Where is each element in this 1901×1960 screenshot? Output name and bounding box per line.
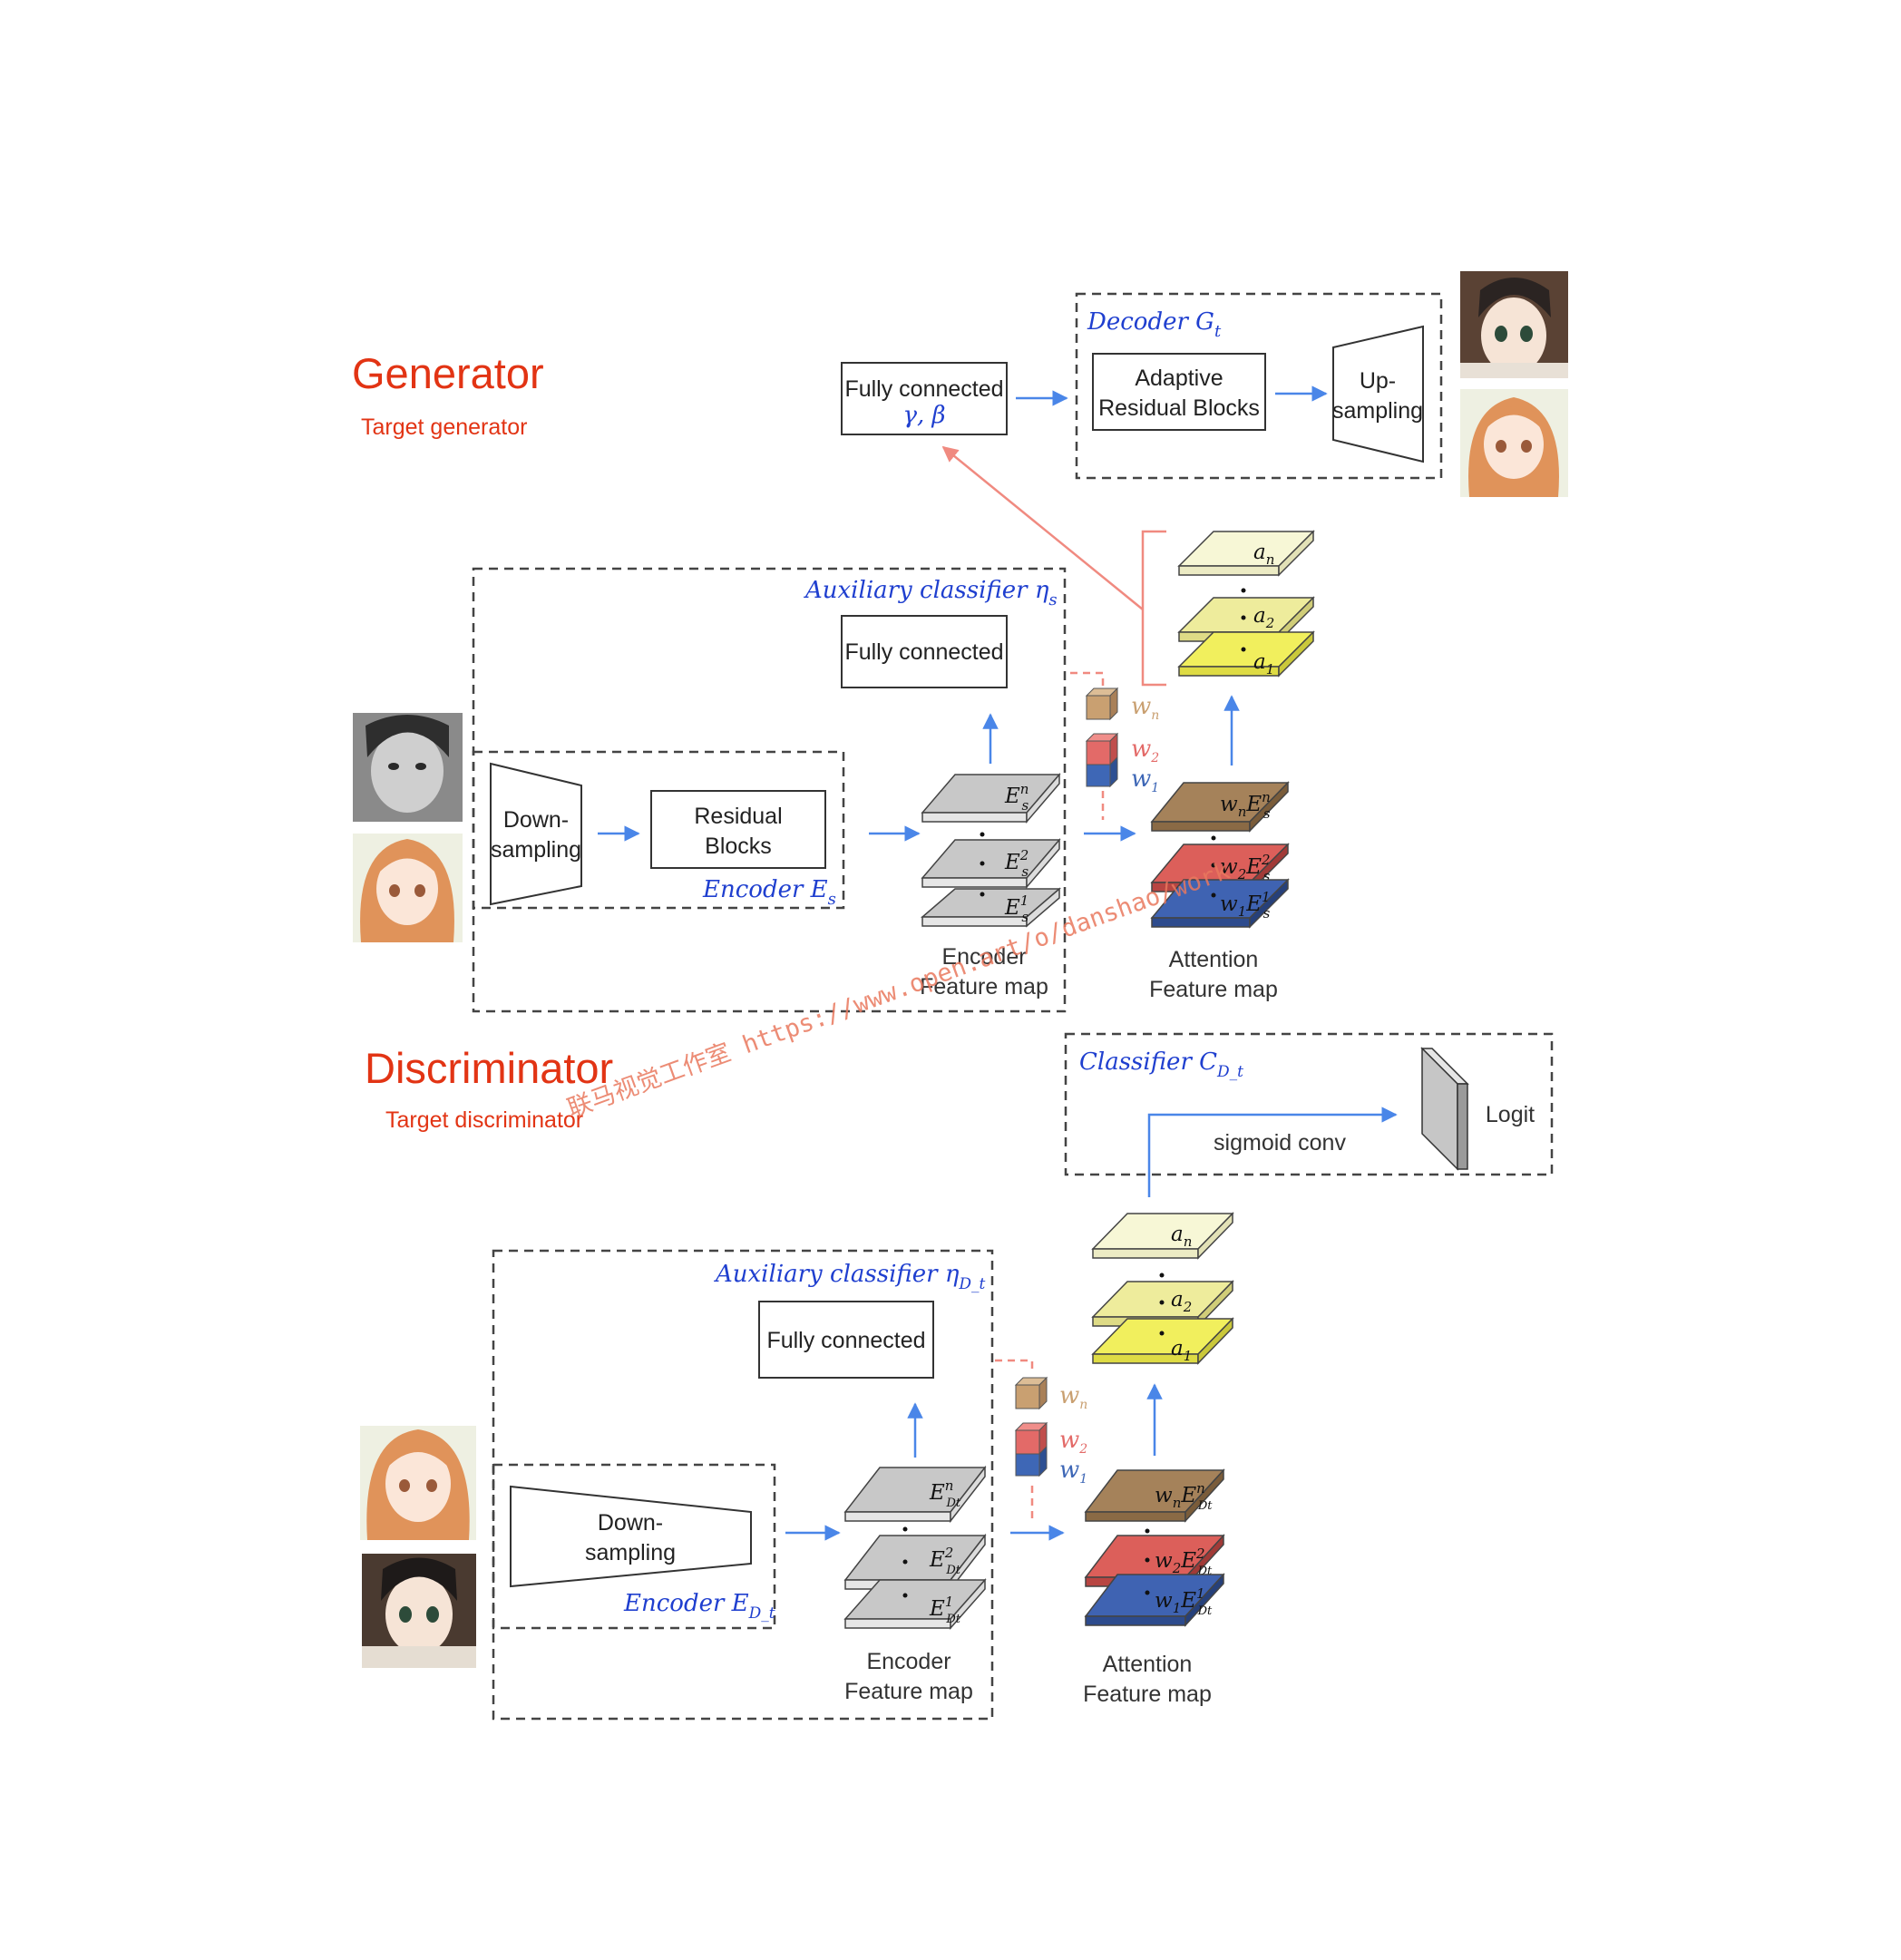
- attention-maps-s: an a2 a1: [1177, 530, 1315, 678]
- aux-to-weights-dashed-s: [1070, 671, 1105, 687]
- aux-s-title-sub: s: [1048, 590, 1057, 609]
- aux-d-title: Auxiliary classifier η: [714, 1261, 960, 1288]
- arrow-to-logit: [1147, 1107, 1398, 1197]
- encoder-s-title: Encoder E: [702, 876, 828, 903]
- svg-text:Decoder Gt: Decoder Gt: [1087, 308, 1222, 341]
- generator-subtitle: Target generator: [361, 414, 527, 440]
- encoder-d-title: Encoder E: [623, 1590, 749, 1617]
- input-d-orange-hair: [360, 1426, 476, 1540]
- afm-d-label-line2: Feature map: [1083, 1682, 1212, 1707]
- decoder-title-sub: t: [1214, 322, 1222, 341]
- adaptive-line1: Adaptive: [1135, 366, 1223, 391]
- weight-s-2: w2: [1131, 736, 1159, 765]
- input-image-grayscale-face: [353, 713, 463, 822]
- downsampling-d-line2: sampling: [585, 1540, 676, 1565]
- encoder-d-group: Down- sampling Encoder ED_t: [492, 1463, 776, 1630]
- watermark-text: 联马视觉工作室 https://www.open.art/o/danshao/w…: [564, 857, 1233, 1124]
- adaptive-line2: Residual Blocks: [1098, 395, 1260, 421]
- svg-text:Classifier CD_t: Classifier CD_t: [1079, 1048, 1243, 1081]
- aux-s-fully-connected: [841, 615, 1008, 688]
- svg-text:Encoder Es: Encoder Es: [702, 876, 836, 909]
- downsampling-trapezoid-s: [490, 762, 582, 906]
- fc-gamma-beta-math: γ, β: [902, 402, 945, 429]
- residual-line2: Blocks: [705, 834, 772, 859]
- attention-maps-d: an a2 a1: [1091, 1212, 1234, 1365]
- decoder-group: Decoder Gt Adaptive Residual Blocks Up- …: [1075, 292, 1443, 480]
- upsampling-trapezoid: [1332, 325, 1424, 463]
- aux-d-fc-label: Fully connected: [766, 1328, 925, 1353]
- sigmoid-conv-plate: [1421, 1047, 1458, 1171]
- encoder-s-title-sub: s: [828, 890, 836, 909]
- afm-d-label-line1: Attention: [1103, 1652, 1193, 1677]
- generator-title: Generator: [352, 349, 544, 397]
- residual-line1: Residual: [694, 804, 782, 829]
- fc-gamma-beta-block: Fully connected γ, β: [841, 362, 1008, 435]
- upsampling-line2: sampling: [1332, 398, 1423, 424]
- weight-cubes-d: wn w2 w1: [1014, 1376, 1087, 1487]
- downsampling-s-line1: Down-: [503, 807, 569, 833]
- decoder-title: Decoder G: [1087, 308, 1214, 336]
- aux-to-weights-dashed-d: [995, 1359, 1034, 1374]
- efm-d-label-line1: Encoder: [866, 1649, 950, 1674]
- discriminator-title: Discriminator: [365, 1044, 613, 1092]
- aux-classifier-d-group: Auxiliary classifier ηD_t Fully connecte…: [492, 1249, 994, 1721]
- fc-gamma-beta-label: Fully connected: [844, 376, 1003, 402]
- aux-s-fc-label: Fully connected: [844, 639, 1003, 665]
- arrow-attention-to-gamma-beta: [941, 445, 1144, 610]
- afm-s-label-line1: Attention: [1169, 947, 1259, 972]
- svg-text:Encoder ED_t: Encoder ED_t: [623, 1590, 775, 1623]
- classifier-d-title: Classifier C: [1079, 1048, 1217, 1076]
- svg-text:Auxiliary classifier ηD_t: Auxiliary classifier ηD_t: [714, 1261, 986, 1293]
- weight-d-n: wn: [1059, 1382, 1087, 1412]
- weight-s-n: wn: [1131, 693, 1159, 723]
- encoder-s-group: Down- sampling Residual Blocks Encoder E…: [472, 750, 845, 910]
- downsampling-s-line2: sampling: [491, 837, 581, 863]
- residual-blocks: [650, 790, 826, 869]
- output-image-dark-hair: [1460, 271, 1568, 378]
- efm-s-label-line2: Feature map: [920, 974, 1048, 1000]
- input-image-orange-hair: [353, 834, 463, 942]
- logit-label: Logit: [1486, 1102, 1535, 1127]
- sigmoid-conv-label: sigmoid conv: [1214, 1130, 1346, 1156]
- attention-maps-bracket: [1141, 530, 1166, 687]
- afm-s-label-line2: Feature map: [1149, 977, 1278, 1002]
- classifier-d-title-sub: D_t: [1216, 1063, 1243, 1081]
- efm-d-label-line2: Feature map: [844, 1679, 973, 1704]
- efm-s-label-line1: Encoder: [941, 944, 1026, 970]
- aux-d-fully-connected: [758, 1301, 934, 1379]
- input-d-dark-hair: [362, 1554, 476, 1668]
- discriminator-subtitle: Target discriminator: [385, 1107, 583, 1133]
- upsampling-line1: Up-: [1360, 368, 1396, 394]
- svg-text:Auxiliary classifier ηs: Auxiliary classifier ηs: [804, 577, 1058, 609]
- weight-d-1: w1: [1059, 1457, 1087, 1487]
- adaptive-residual-blocks: [1092, 353, 1266, 431]
- aux-s-title: Auxiliary classifier η: [804, 577, 1049, 604]
- downsampling-trapezoid-d: [510, 1485, 752, 1588]
- weight-s-1: w1: [1131, 765, 1159, 795]
- aux-classifier-s-group: Auxiliary classifier ηs Fully connected: [472, 567, 1067, 1013]
- weight-d-2: w2: [1059, 1427, 1087, 1457]
- output-image-orange-hair: [1460, 389, 1568, 497]
- encoder-d-title-sub: D_t: [748, 1604, 775, 1623]
- classifier-d-group: Classifier CD_t sigmoid conv Logit: [1064, 1032, 1554, 1197]
- downsampling-d-line1: Down-: [598, 1510, 663, 1536]
- aux-d-title-sub: D_t: [958, 1275, 985, 1293]
- weight-cubes-s: wn w2 w1: [1085, 687, 1159, 795]
